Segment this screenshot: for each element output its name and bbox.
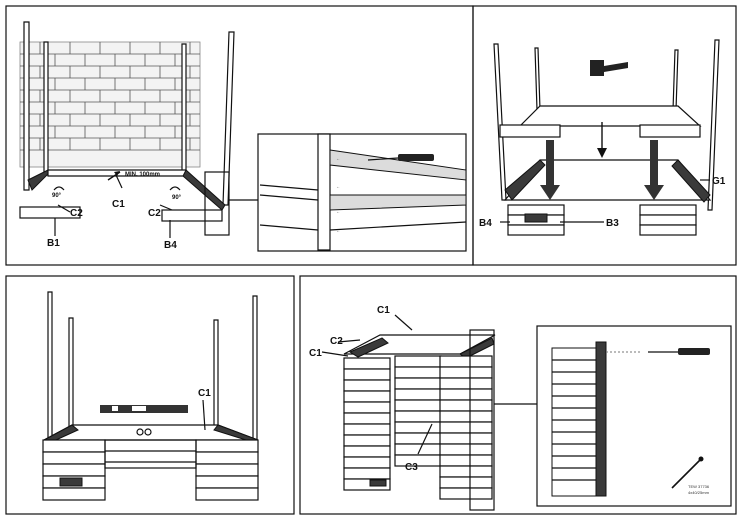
raised-block-left [499, 124, 561, 138]
svg-text:←: ← [336, 228, 340, 233]
panel-2-frame [472, 5, 737, 266]
block-right [195, 439, 259, 501]
screw-spec-1: TEW 37736 [688, 484, 710, 489]
zoom-marker [204, 171, 230, 236]
label-b4: B4 [479, 218, 492, 229]
posts [23, 21, 235, 206]
raised-block-right [639, 124, 701, 138]
shed-assembly [343, 334, 496, 500]
label-b4: B4 [164, 240, 177, 251]
panel-2: B4 B3 G1 [472, 5, 737, 266]
block-b4 [161, 209, 223, 222]
block-b1 [19, 206, 81, 219]
label-c1-left: C1 [309, 348, 322, 359]
panel-4: TEW 37736 4x40/25mm C1 C2 C1 C3 [299, 275, 737, 515]
screw-icon [671, 456, 704, 489]
screw-spec-2: 4x40/25mm [688, 490, 710, 495]
block-left [42, 439, 106, 501]
zoom-marker [469, 329, 495, 511]
panel-1: MIN. 100mm 90° 90° C1 C2 C2 B1 B4 ← ← ← [5, 5, 474, 266]
label-b3: B3 [606, 218, 619, 229]
svg-text:←: ← [336, 156, 340, 161]
label-c2-left: C2 [70, 208, 83, 219]
label-c1: C1 [112, 199, 125, 210]
screwdriver-icon [648, 348, 710, 355]
label-g1: G1 [712, 176, 726, 187]
label-c1-top: C1 [377, 305, 390, 316]
top-frame [518, 105, 702, 127]
base-frame [19, 169, 226, 222]
panel-3-frame [5, 275, 295, 515]
label-c3: C3 [405, 462, 418, 473]
brick-wall [19, 41, 201, 168]
label-c1: C1 [198, 388, 211, 399]
label-c2-right: C2 [148, 208, 161, 219]
min-distance-note: MIN. 100mm [125, 172, 160, 178]
panel-4-frame [299, 275, 737, 515]
detail-inset: ← ← ← ← [257, 133, 467, 252]
detail-inset: TEW 37736 4x40/25mm [536, 325, 732, 507]
screwdriver-icon [367, 154, 434, 161]
label-b1: B1 [47, 238, 60, 249]
hammer-icon [590, 60, 628, 76]
posts [47, 291, 258, 441]
angle-right: 90° [172, 195, 182, 201]
label-c2: C2 [330, 336, 343, 347]
svg-text:←: ← [336, 184, 340, 189]
svg-text:←: ← [336, 209, 340, 214]
angle-left: 90° [52, 193, 62, 199]
block-b4 [507, 204, 565, 236]
arrow-icon-down [540, 122, 664, 200]
panel-3: C1 [5, 275, 295, 515]
spirit-level-icon [100, 405, 188, 413]
block-b3 [639, 204, 697, 236]
